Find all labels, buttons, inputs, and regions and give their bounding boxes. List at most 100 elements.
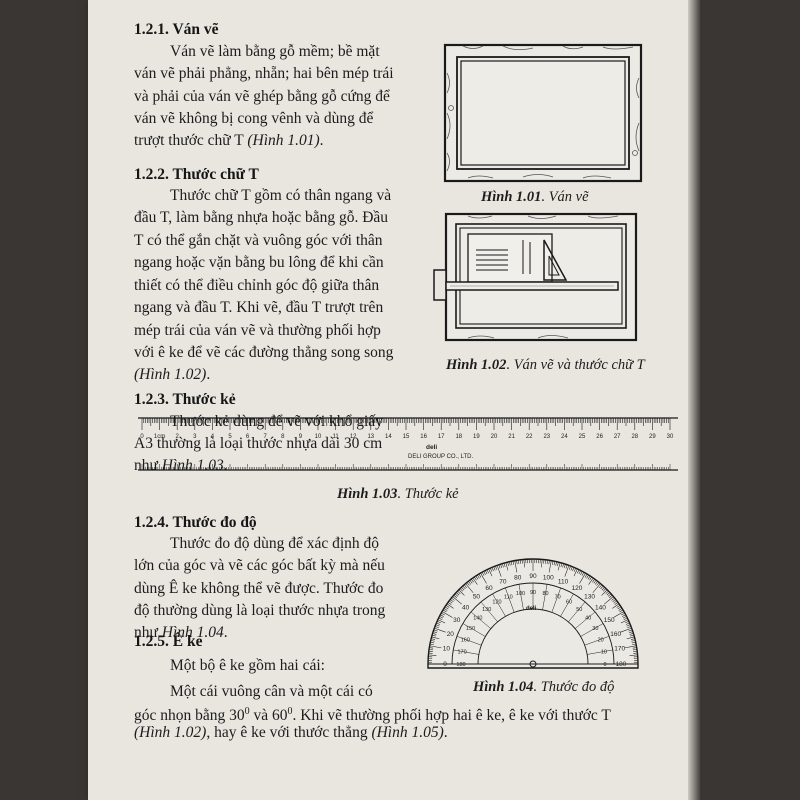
protractor-tick — [562, 563, 564, 568]
ruler-number: 28 — [631, 434, 638, 440]
protractor-tick — [475, 575, 479, 580]
protractor-tick — [573, 567, 576, 572]
protractor-tick — [572, 567, 575, 572]
protractor-spoke — [470, 611, 492, 629]
ruler-number: 18 — [455, 434, 462, 440]
paragraph-line: Một bộ ê ke gồm hai cái: — [170, 657, 325, 674]
caption-number: Hình 1.04 — [473, 679, 534, 695]
paragraph-line: độ thường dùng là loại thước nhựa trong — [134, 602, 386, 619]
protractor-inner-label: 150 — [466, 626, 475, 632]
paragraph-line: ngang hoặc vặn bằng bu lông để khi cần — [134, 254, 384, 271]
protractor-tick — [623, 617, 628, 620]
ruler-number: 12 — [350, 434, 357, 440]
ruler-number: 17 — [438, 434, 445, 440]
protractor-tick — [433, 631, 438, 634]
protractor-tick — [488, 568, 493, 577]
protractor-tick — [457, 590, 461, 595]
protractor-tick — [500, 564, 503, 569]
protractor-tick — [510, 561, 513, 566]
protractor-tick — [436, 622, 441, 625]
paragraph-line: ngang và đầu T. Khi vẽ, đầu T trượt trên — [134, 299, 384, 316]
figure-ref: (Hình 1.05) — [371, 724, 444, 741]
protractor-inner-label: 130 — [482, 607, 491, 613]
protractor-tick — [573, 568, 578, 577]
protractor-tick — [612, 603, 620, 609]
protractor-tick — [438, 617, 443, 620]
protractor-tick — [444, 606, 449, 610]
text: . — [443, 724, 448, 741]
protractor-inner-label: 60 — [566, 600, 572, 606]
protractor-tick — [503, 562, 506, 567]
paragraph-line: Thước kẻ dùng để vẽ với khổ giấy — [170, 413, 383, 430]
protractor-tick — [516, 560, 518, 565]
caption-text: . Ván vẽ — [541, 189, 589, 205]
protractor-inner-label: 180 — [456, 662, 465, 668]
protractor-tick — [577, 569, 580, 574]
protractor-tick — [581, 572, 585, 576]
protractor-inner-label: 20 — [598, 637, 604, 643]
protractor-tick — [512, 560, 514, 565]
protractor-spoke — [456, 636, 482, 646]
protractor-tick — [592, 578, 595, 583]
protractor-tick — [442, 609, 447, 613]
protractor-tick — [456, 592, 460, 596]
protractor-inner-label: 140 — [473, 616, 482, 622]
protractor-tick — [490, 567, 493, 572]
protractor-tick — [601, 589, 608, 596]
protractor-tick — [431, 638, 436, 640]
protractor-tick — [495, 565, 498, 570]
heading-1-2-5: 1.2.5. Ê ke — [134, 633, 203, 650]
protractor-inner-label: 170 — [458, 649, 467, 655]
heading-1-2-2: 1.2.2. Thước chữ T — [134, 166, 259, 183]
figure-ref: (Hình 1.02) — [134, 366, 207, 383]
protractor-tick — [548, 560, 550, 565]
protractor-tick — [462, 585, 466, 590]
protractor-tick — [435, 624, 440, 627]
protractor-tick — [599, 584, 603, 588]
protractor-tick — [617, 606, 622, 610]
protractor-tick — [600, 585, 604, 590]
protractor-tick — [596, 582, 600, 586]
paragraph-line: Một cái vuông cân và một cái có — [170, 683, 373, 700]
caption-figure-1-02: Hình 1.02. Ván vẽ và thước chữ T — [446, 357, 645, 374]
caption-number: Hình 1.02 — [446, 357, 507, 373]
protractor-tick — [518, 559, 520, 565]
paragraph-line: và phải của ván vẽ ghép bằng gỗ cứng để — [134, 88, 390, 105]
protractor-outer-label: 50 — [473, 594, 481, 601]
protractor-tick — [509, 561, 511, 566]
superscript-degree: 0 — [287, 706, 293, 717]
caption-figure-1-04: Hình 1.04. Thước đo độ — [473, 679, 614, 696]
protractor-spoke — [568, 601, 586, 623]
protractor-tick — [622, 614, 626, 617]
protractor-inner-label: 50 — [576, 607, 582, 613]
protractor-tick — [458, 589, 465, 596]
heading-1-2-1: 1.2.1. Ván vẽ — [134, 21, 219, 38]
caption-text: . Thước đo độ — [533, 679, 615, 695]
protractor-tick — [629, 633, 634, 635]
protractor-inner-label: 160 — [461, 637, 470, 643]
protractor-tick — [454, 593, 459, 597]
protractor-tick — [632, 643, 637, 645]
protractor-tick — [632, 649, 638, 651]
protractor-outer-label: 30 — [453, 617, 461, 624]
ruler-number: 9 — [299, 434, 303, 440]
protractor-tick — [614, 602, 619, 605]
protractor-tick — [507, 562, 509, 567]
protractor-tick — [430, 640, 435, 642]
protractor-tick — [440, 614, 444, 617]
protractor-inner-label: 80 — [542, 591, 548, 597]
paragraph-line: lớn của góc và vẽ các góc bất kỳ mà nếu — [134, 557, 385, 574]
protractor-tick — [428, 654, 437, 656]
protractor-tick — [626, 624, 631, 627]
text: . — [206, 366, 211, 383]
protractor-outer-label: 160 — [610, 631, 621, 638]
ruler-number: 21 — [508, 434, 515, 440]
protractor-tick — [433, 629, 438, 632]
ruler-number: 8 — [281, 434, 285, 440]
protractor-spoke — [587, 649, 613, 655]
paragraph-line: Ván vẽ làm bằng gỗ mềm; bề mặt — [170, 43, 380, 60]
protractor-tick — [586, 574, 589, 579]
protractor-tick — [618, 608, 623, 611]
text: và 60 — [249, 707, 288, 725]
protractor-tick — [570, 566, 573, 571]
